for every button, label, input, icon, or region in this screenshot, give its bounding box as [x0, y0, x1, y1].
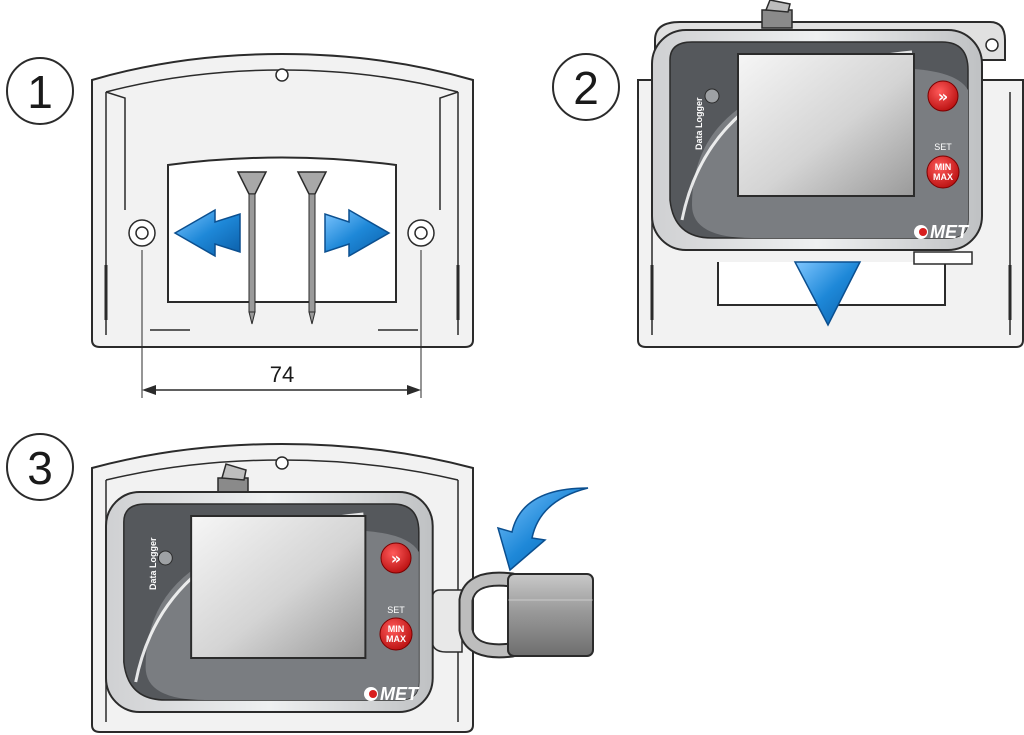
minmax-line2: MAX	[933, 172, 953, 182]
arrow-left-icon	[173, 208, 241, 258]
padlock-icon	[458, 571, 594, 659]
minmax-line1: MIN	[388, 624, 405, 634]
device-vertical-label: Data Logger	[694, 97, 704, 150]
data-logger-device-step-3: Data Logger » SET MIN MAX MET	[104, 463, 435, 714]
step-1-badge: 1	[6, 57, 74, 125]
next-button[interactable]: »	[380, 542, 412, 574]
minmax-button[interactable]: MIN MAX	[379, 617, 413, 651]
minmax-line2: MAX	[386, 634, 406, 644]
set-label: SET	[387, 605, 405, 615]
set-label: SET	[934, 142, 952, 152]
brand-text: MET	[930, 222, 970, 242]
minmax-button[interactable]: MIN MAX	[926, 155, 960, 189]
minmax-line1: MIN	[935, 162, 952, 172]
double-chevron-right-icon: »	[391, 549, 401, 568]
step-2-panel: 2 Data Logger » SET	[552, 0, 1024, 348]
double-chevron-right-icon: »	[938, 87, 948, 106]
step-3-number: 3	[27, 442, 53, 494]
sensor-connector	[761, 0, 793, 29]
data-logger-device-step-2: Data Logger » SET MIN MAX MET	[650, 0, 1006, 265]
arrow-right-icon	[324, 208, 391, 258]
mounting-hole-left	[128, 219, 156, 247]
step-3-badge: 3	[6, 433, 74, 501]
step-3-panel: 3 Data Logger » SET MIN	[6, 433, 594, 733]
lock-tab	[431, 589, 463, 653]
step-2-number: 2	[573, 62, 599, 114]
mounting-hole-right	[407, 219, 435, 247]
arrow-down-icon	[793, 261, 862, 327]
brand-logo: MET	[364, 684, 420, 704]
step-1-number: 1	[27, 66, 53, 118]
device-vertical-label: Data Logger	[148, 537, 158, 590]
brand-logo: MET	[914, 222, 970, 242]
wall-bracket-step-1	[91, 52, 474, 348]
step-1-panel: 1	[6, 52, 474, 398]
dimension-value: 74	[270, 362, 294, 387]
step-2-badge: 2	[552, 53, 620, 121]
brand-text: MET	[380, 684, 420, 704]
dimension-74: 74	[141, 250, 422, 398]
next-button[interactable]: »	[927, 80, 959, 112]
arrow-curved-icon	[496, 487, 589, 572]
